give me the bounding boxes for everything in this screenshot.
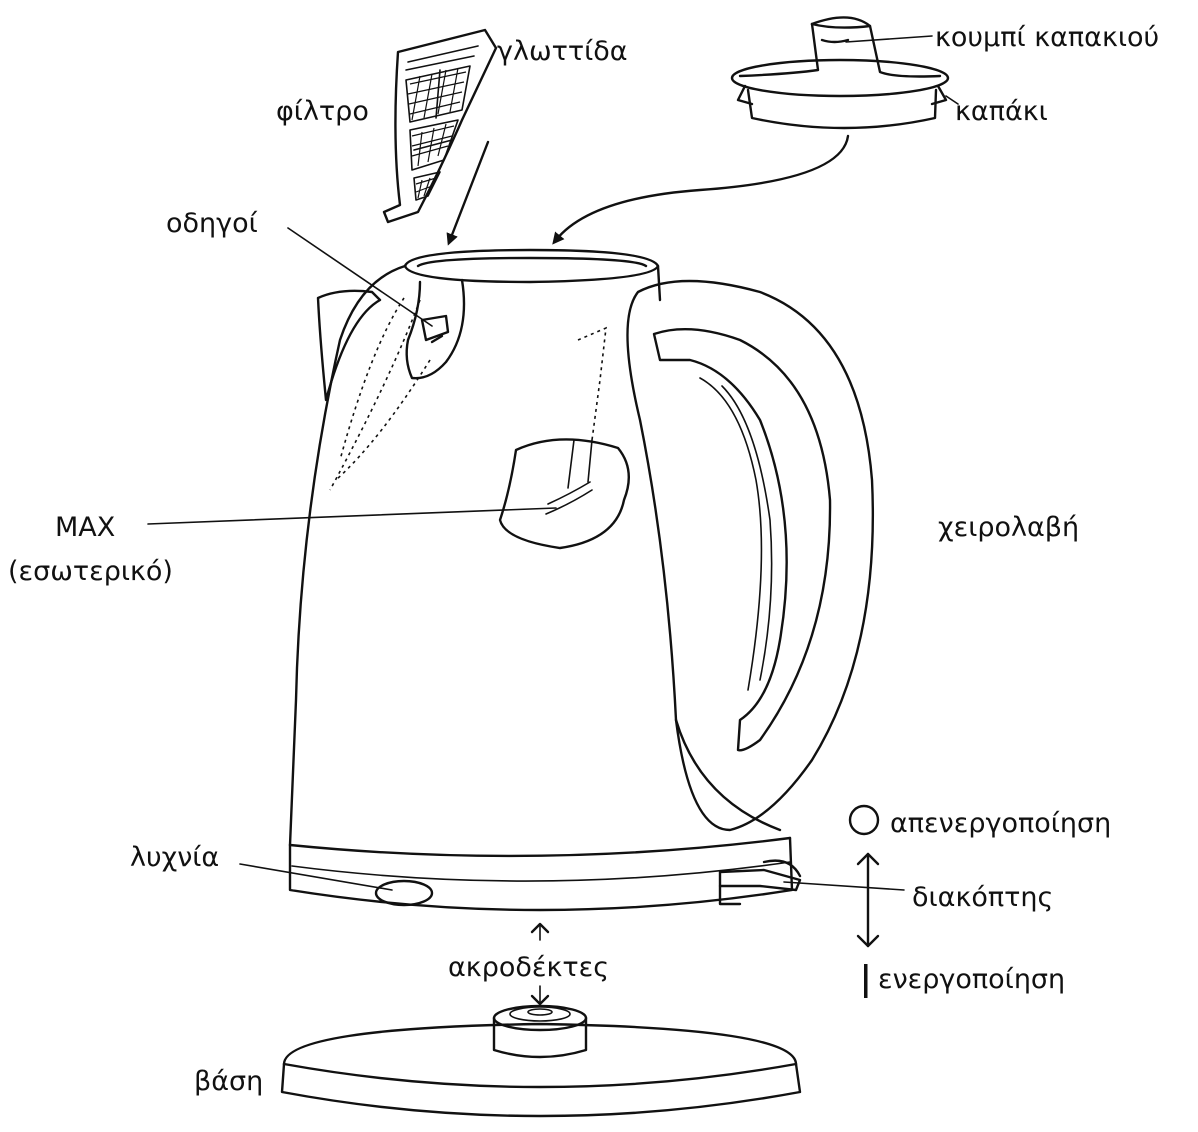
label-lamp: λυχνία (130, 842, 219, 873)
label-guides: οδηγοί (166, 208, 258, 239)
connector-arrows (530, 922, 550, 1006)
label-off: απενεργοποίηση (890, 808, 1111, 839)
lid-arrow (552, 134, 850, 245)
label-lid-knob: κουμπί καπακιού (935, 22, 1159, 53)
lid-part (730, 16, 950, 130)
filter-arrow (446, 140, 490, 246)
label-on: ενεργοποίηση (878, 964, 1065, 995)
label-connectors: ακροδέκτες (448, 952, 609, 983)
bar-on-icon (864, 964, 868, 998)
label-tab: γλωττίδα (497, 36, 628, 67)
label-base: βάση (194, 1066, 263, 1097)
filter-part (382, 28, 498, 224)
handle-part (626, 279, 875, 832)
circle-off-icon (848, 804, 880, 836)
kettle-body (288, 248, 802, 912)
label-lid: καπάκι (955, 96, 1048, 127)
label-max-note: (εσωτερικό) (8, 556, 173, 587)
lamp-light (374, 879, 434, 907)
switch-direction-arrow (856, 852, 880, 948)
base-connector (492, 1016, 588, 1059)
max-window (498, 438, 630, 550)
switch-lever (718, 868, 802, 892)
label-filter: φίλτρο (276, 96, 369, 127)
label-max: MAX (55, 512, 115, 543)
base-part (280, 1004, 802, 1118)
label-handle: χειρολαβή (938, 512, 1079, 543)
leader-lines (147, 35, 959, 891)
label-switch: διακόπτης (912, 882, 1053, 913)
